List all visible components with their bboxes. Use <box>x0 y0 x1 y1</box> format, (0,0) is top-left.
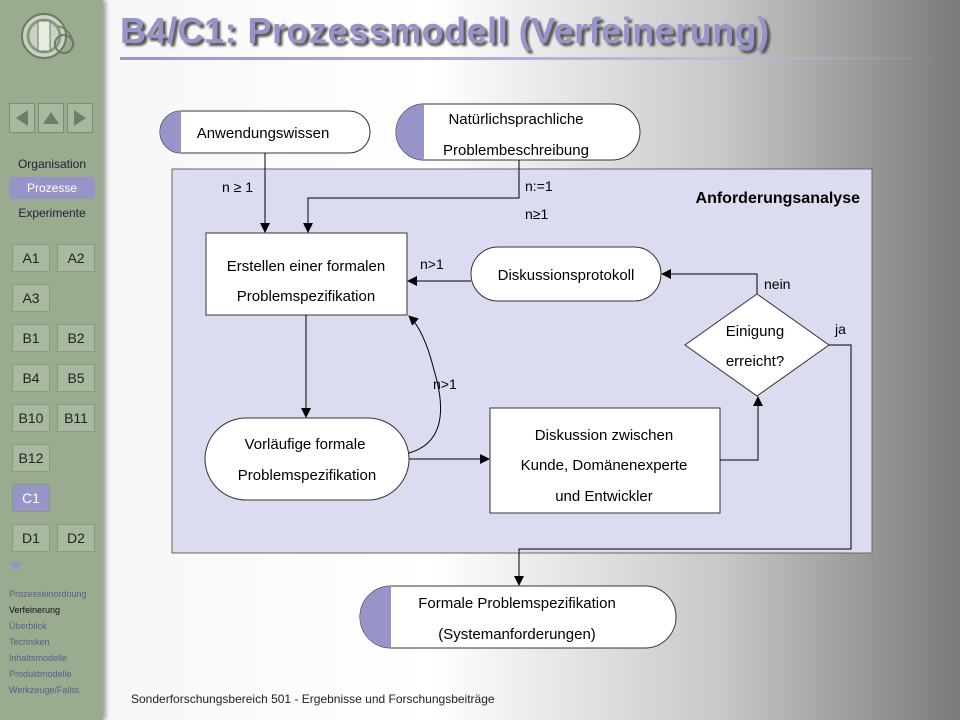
nav-up-button[interactable] <box>38 103 64 133</box>
discussion-line2: Kunde, Domänenexperte <box>521 457 688 474</box>
chip-a2[interactable]: A2 <box>57 244 95 272</box>
prelim-spec-line1: Vorläufige formale <box>245 436 366 453</box>
chip-b5[interactable]: B5 <box>57 364 95 392</box>
page-title: B4/C1: Prozessmodell (Verfeinerung) <box>120 10 770 51</box>
sublink-ueberblick[interactable]: Überblick <box>9 621 47 631</box>
create-spec-box <box>205 232 408 316</box>
arrow-decision-yes-to-output <box>514 344 852 586</box>
prelim-spec-box <box>204 417 410 501</box>
create-spec-line1: Erstellen einer formalen <box>227 258 385 275</box>
chip-b4[interactable]: B4 <box>12 364 50 392</box>
chip-c1[interactable]: C1 <box>12 484 50 512</box>
chip-d1[interactable]: D1 <box>12 524 50 552</box>
input-description-line2: Problembeschreibung <box>443 142 589 159</box>
chip-b12[interactable]: B12 <box>12 444 50 472</box>
title-underline <box>120 57 940 60</box>
nav-forward-button[interactable] <box>67 103 93 133</box>
footer-text: Sonderforschungsbereich 501 - Ergebnisse… <box>131 692 495 706</box>
sublink-techniken[interactable]: Techniken <box>9 637 50 647</box>
arrow-discussion-to-decision <box>720 396 763 461</box>
sublink-verfeinerung[interactable]: Verfeinerung <box>9 605 61 615</box>
protocol-label: Diskussionsprotokoll <box>498 267 635 284</box>
nav-back-button[interactable] <box>9 103 35 133</box>
discussion-box <box>489 407 721 514</box>
label-n-gt1-loop: n>1 <box>433 376 457 392</box>
input-description-line1: Natürlichsprachliche <box>448 111 583 128</box>
triangle-right-icon <box>74 110 86 126</box>
label-no: nein <box>764 276 790 292</box>
chip-b10[interactable]: B10 <box>12 404 50 432</box>
output-line2: (Systemanforderungen) <box>438 626 596 643</box>
discussion-line3: und Entwickler <box>555 488 653 505</box>
label-n-ge1-b: n≥1 <box>525 206 548 222</box>
input-description-terminator: Natürlichsprachliche Problembeschreibung <box>395 103 641 161</box>
chip-a1[interactable]: A1 <box>12 244 50 272</box>
sublink-prozesseinordnung[interactable]: Prozesseinordnung <box>9 589 87 599</box>
decision-line1: Einigung <box>726 323 784 340</box>
sublink-produktmodelle[interactable]: Produktmodelle <box>9 669 72 679</box>
chip-d2[interactable]: D2 <box>57 524 95 552</box>
discussion-line1: Diskussion zwischen <box>535 427 673 444</box>
create-spec-line2: Problemspezifikation <box>237 288 375 305</box>
arrow-prelim-back-to-create <box>408 315 441 454</box>
menu-organisation[interactable]: Organisation <box>17 157 87 171</box>
chip-b1[interactable]: B1 <box>12 324 50 352</box>
sublink-inhaltsmodelle[interactable]: Inhaltsmodelle <box>9 653 68 663</box>
chip-a3[interactable]: A3 <box>12 284 50 312</box>
triangle-left-icon <box>16 110 28 126</box>
triangle-down-icon <box>10 562 22 572</box>
chip-b2[interactable]: B2 <box>57 324 95 352</box>
label-n-ge-1: n ≥ 1 <box>222 179 253 195</box>
output-terminator: Formale Problemspezifikation (Systemanfo… <box>359 585 677 649</box>
menu-experimente[interactable]: Experimente <box>18 206 86 220</box>
label-n-assign: n:=1 <box>525 178 553 194</box>
input-knowledge-label: Anwendungswissen <box>197 125 330 142</box>
sublink-werkzeuge[interactable]: Werkzeuge/Fallst. <box>9 685 81 695</box>
connectors <box>260 153 852 586</box>
arrow-decision-no-to-protocol <box>661 269 758 294</box>
sfb-logo-icon <box>18 6 82 70</box>
decision-line2: erreicht? <box>726 353 784 370</box>
prelim-spec-line2: Problemspezifikation <box>238 467 376 484</box>
arrow-description-to-create <box>303 160 520 233</box>
sidebar: Organisation Prozesse Experimente A1 A2 … <box>0 0 103 720</box>
triangle-up-icon <box>43 112 59 124</box>
chip-b11[interactable]: B11 <box>57 404 95 432</box>
label-yes: ja <box>834 321 846 337</box>
output-line1: Formale Problemspezifikation <box>418 595 616 612</box>
input-knowledge-terminator: Anwendungswissen <box>159 110 371 154</box>
label-n-gt1-protocol: n>1 <box>420 256 444 272</box>
region-label: Anforderungsanalyse <box>696 190 861 207</box>
menu-prozesse[interactable]: Prozesse <box>9 177 95 199</box>
